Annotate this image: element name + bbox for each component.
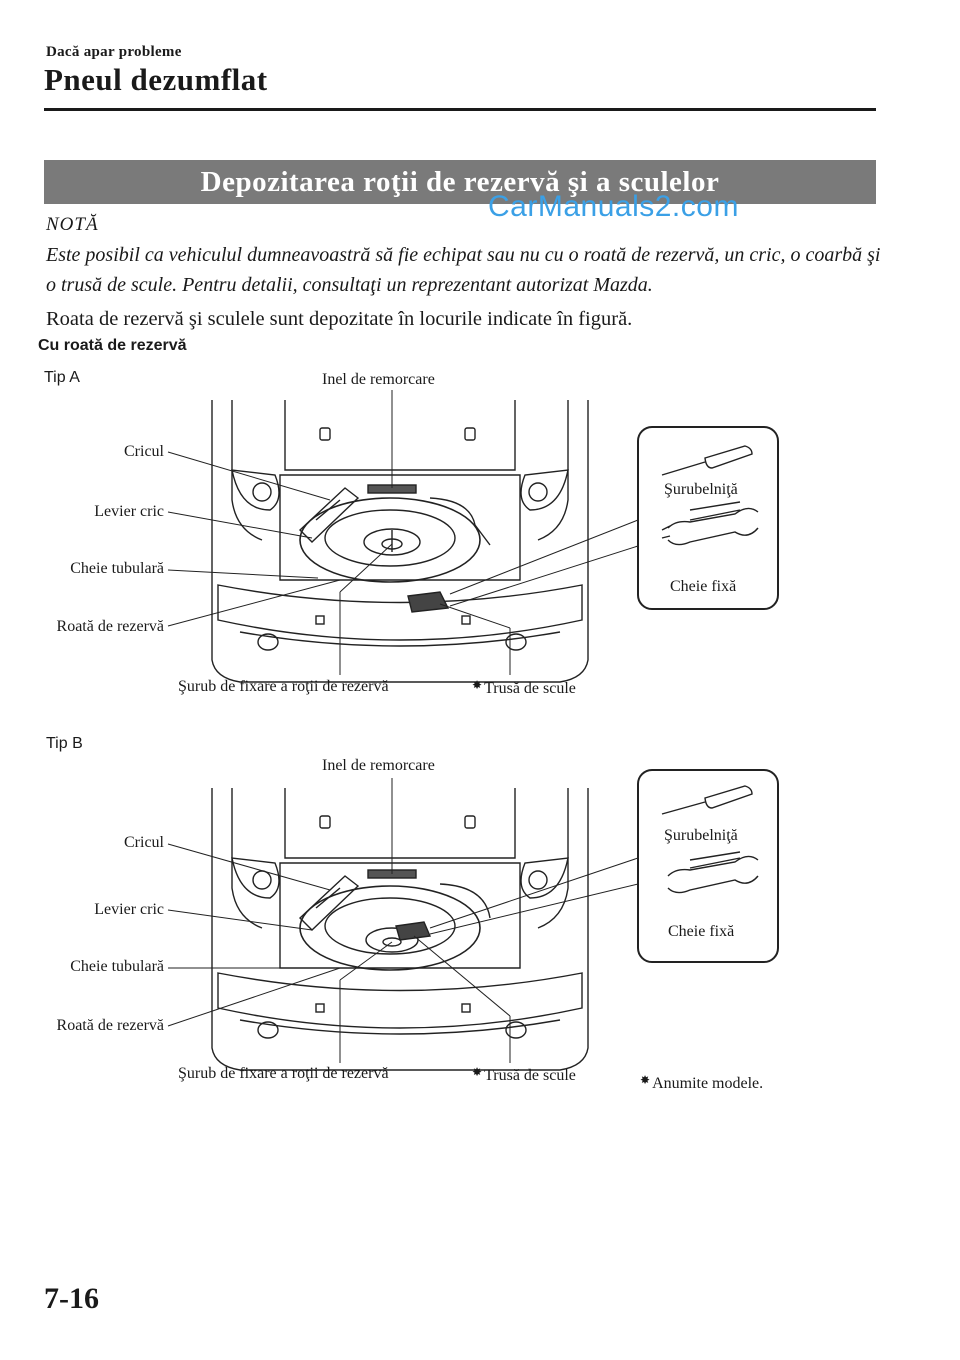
subheading: Cu roată de rezervă <box>38 337 187 354</box>
figure-b-label-spare-bolt: Şurub de fixare a roţii de rezervă <box>178 1065 389 1082</box>
figure-b-label-screwdriver: Şurubelniţă <box>664 827 738 844</box>
chapter-title: Pneul dezumflat <box>44 62 268 97</box>
figure-b-label-jack-lever: Levier cric <box>94 901 164 918</box>
figure-a-label-lug-wrench: Cheie tubulară <box>70 560 164 577</box>
star-icon: ✸ <box>472 678 483 692</box>
figure-b-label-lug-wrench: Cheie tubulară <box>70 958 164 975</box>
note-text: Este posibil ca vehiculul dumneavoastră … <box>46 244 881 296</box>
figure-a-label-spare-tire: Roată de rezervă <box>56 618 164 635</box>
section-banner: Depozitarea roţii de rezervă şi a sculel… <box>44 160 876 204</box>
figure-a-label-tool-kit: ✸Trusă de scule <box>472 678 576 697</box>
figure-b-label-wrench: Cheie fixă <box>668 923 735 940</box>
figure-a-tip: Tip A <box>44 369 80 386</box>
figure-b-label-towing-eye: Inel de remorcare <box>322 757 435 774</box>
body-text: Roata de rezervă şi sculele sunt depozit… <box>46 308 633 330</box>
figure-a-label-towing-eye: Inel de remorcare <box>322 371 435 388</box>
section-label: Dacă apar probleme <box>46 44 182 60</box>
figure-b-label-spare-tire: Roată de rezervă <box>56 1017 164 1034</box>
figure-b-label-jack: Cricul <box>124 834 164 851</box>
figure-b-label-tool-kit: ✸Trusă de scule <box>472 1065 576 1084</box>
figure-a-label-spare-bolt: Şurub de fixare a roţii de rezervă <box>178 678 389 695</box>
figure-a-label-jack: Cricul <box>124 443 164 460</box>
figure-b-tip: Tip B <box>46 735 83 752</box>
figure-b-illustration <box>167 769 779 1071</box>
header-rule <box>44 108 876 111</box>
star-icon: ✸ <box>472 1065 483 1079</box>
figure-a-label-screwdriver: Şurubelniţă <box>664 481 738 498</box>
star-icon: ✸ <box>640 1073 651 1087</box>
note-label: NOTĂ <box>46 214 99 235</box>
page-number: 7-16 <box>44 1282 99 1315</box>
figure-a-label-wrench: Cheie fixă <box>670 578 737 595</box>
footnote: ✸Anumite modele. <box>640 1073 764 1092</box>
figure-a-illustration <box>167 390 779 683</box>
watermark: CarManuals2.com <box>488 190 739 223</box>
figure-a-label-jack-lever: Levier cric <box>94 503 164 520</box>
